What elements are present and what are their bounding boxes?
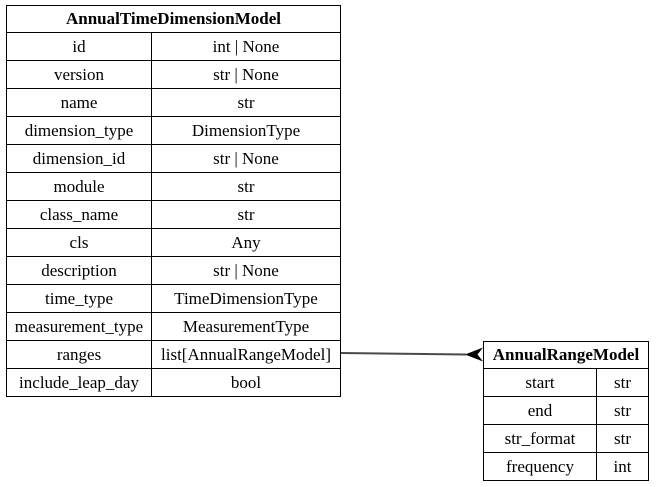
field-row: include_leap_day bool: [6, 368, 341, 397]
entity-header-row: AnnualRangeModel: [483, 341, 649, 369]
field-name-cell: start: [483, 368, 597, 397]
field-type-cell: str: [596, 368, 649, 397]
field-row: time_type TimeDimensionType: [6, 284, 341, 313]
field-row: dimension_id str | None: [6, 144, 341, 173]
field-name-cell: name: [6, 88, 152, 117]
field-type-cell: DimensionType: [151, 116, 341, 145]
field-type-cell: list[AnnualRangeModel]: [151, 340, 341, 369]
field-name-cell: dimension_type: [6, 116, 152, 145]
field-name-cell: frequency: [483, 452, 597, 481]
field-type-cell: str: [596, 396, 649, 425]
field-name-cell: dimension_id: [6, 144, 152, 173]
field-name-cell: end: [483, 396, 597, 425]
field-row: end str: [483, 396, 649, 425]
field-name-cell: id: [6, 32, 152, 61]
entity-header-row: AnnualTimeDimensionModel: [6, 5, 341, 33]
field-type-cell: str | None: [151, 256, 341, 285]
entity-title: AnnualRangeModel: [483, 341, 649, 369]
field-type-cell: TimeDimensionType: [151, 284, 341, 313]
field-name-cell: class_name: [6, 200, 152, 229]
field-name-cell: measurement_type: [6, 312, 152, 341]
entity-title: AnnualTimeDimensionModel: [6, 5, 341, 33]
field-name-cell: time_type: [6, 284, 152, 313]
field-row: id int | None: [6, 32, 341, 61]
field-name-cell: description: [6, 256, 152, 285]
field-row: version str | None: [6, 60, 341, 89]
field-type-cell: str: [151, 88, 341, 117]
field-row: name str: [6, 88, 341, 117]
field-type-cell: str | None: [151, 144, 341, 173]
entity-annual-time-dimension-model: AnnualTimeDimensionModel id int | None v…: [6, 5, 341, 397]
field-row: dimension_type DimensionType: [6, 116, 341, 145]
field-row: measurement_type MeasurementType: [6, 312, 341, 341]
crow-foot-arrowhead-icon: [465, 347, 483, 362]
entity-annual-range-model: AnnualRangeModel start str end str str_f…: [483, 341, 649, 481]
field-row: cls Any: [6, 228, 341, 257]
field-name-cell: cls: [6, 228, 152, 257]
field-row: start str: [483, 368, 649, 397]
field-row: class_name str: [6, 200, 341, 229]
field-type-cell: str: [596, 424, 649, 453]
edge-line: [340, 352, 467, 356]
field-name-cell: module: [6, 172, 152, 201]
field-row: str_format str: [483, 424, 649, 453]
field-type-cell: str: [151, 172, 341, 201]
field-name-cell: str_format: [483, 424, 597, 453]
field-type-cell: str: [151, 200, 341, 229]
field-type-cell: MeasurementType: [151, 312, 341, 341]
field-type-cell: int: [596, 452, 649, 481]
field-type-cell: str | None: [151, 60, 341, 89]
field-row-ranges: ranges list[AnnualRangeModel]: [6, 340, 341, 369]
field-name-cell: include_leap_day: [6, 368, 152, 397]
field-type-cell: bool: [151, 368, 341, 397]
field-type-cell: Any: [151, 228, 341, 257]
field-type-cell: int | None: [151, 32, 341, 61]
field-name-cell: version: [6, 60, 152, 89]
field-name-cell: ranges: [6, 340, 152, 369]
field-row: description str | None: [6, 256, 341, 285]
field-row: frequency int: [483, 452, 649, 481]
field-row: module str: [6, 172, 341, 201]
